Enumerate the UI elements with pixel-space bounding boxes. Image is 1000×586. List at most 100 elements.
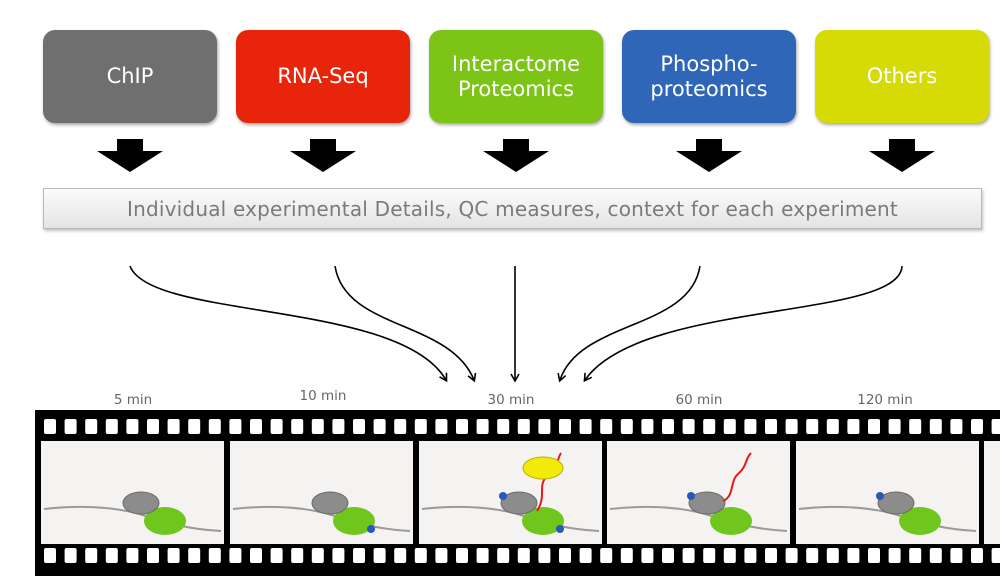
film-hole-top bbox=[620, 419, 633, 434]
phospho-dot bbox=[499, 492, 507, 500]
film-hole-bottom bbox=[291, 548, 304, 563]
film-hole-top bbox=[167, 419, 180, 434]
film-hole-top bbox=[126, 419, 139, 434]
film-hole-bottom bbox=[497, 548, 510, 563]
flow-arrow-others bbox=[583, 265, 903, 383]
film-hole-bottom bbox=[620, 548, 633, 563]
film-hole-top bbox=[785, 419, 798, 434]
film-hole-bottom bbox=[373, 548, 386, 563]
film-hole-top bbox=[723, 419, 736, 434]
film-hole-bottom bbox=[126, 548, 139, 563]
grey-protein bbox=[311, 491, 349, 515]
yellow-protein bbox=[522, 456, 564, 480]
film-hole-bottom bbox=[662, 548, 674, 563]
timepoint-label-10min: 10 min bbox=[299, 388, 347, 404]
film-hole-bottom bbox=[682, 548, 695, 563]
down-arrow-4 bbox=[676, 139, 742, 172]
box-interactome-label: Interactome Proteomics bbox=[451, 51, 581, 101]
phospho-dot bbox=[367, 525, 375, 533]
down-arrow-3 bbox=[483, 139, 549, 172]
box-others: Others bbox=[815, 30, 989, 123]
film-hole-top bbox=[950, 419, 963, 434]
film-hole-bottom bbox=[167, 548, 180, 563]
film-hole-bottom bbox=[744, 548, 757, 563]
flow-arrow-rna-seq bbox=[334, 265, 477, 383]
film-hole-bottom bbox=[826, 548, 839, 563]
film-hole-top bbox=[373, 419, 386, 434]
film-frame-5 bbox=[796, 441, 979, 544]
green-protein bbox=[899, 507, 941, 535]
film-hole-bottom bbox=[517, 548, 530, 563]
film-hole-top bbox=[64, 419, 77, 434]
film-hole-bottom bbox=[765, 548, 777, 563]
film-hole-top bbox=[250, 419, 262, 434]
box-rna-seq-label: RNA-Seq bbox=[277, 64, 369, 88]
film-hole-bottom bbox=[311, 548, 324, 563]
film-hole-top bbox=[208, 419, 221, 434]
film-hole-bottom bbox=[414, 548, 427, 563]
film-hole-top bbox=[85, 419, 98, 434]
film-hole-bottom bbox=[991, 548, 1000, 563]
film-hole-top bbox=[971, 419, 983, 434]
film-hole-top bbox=[44, 419, 56, 434]
film-frame-1 bbox=[41, 441, 224, 544]
film-hole-bottom bbox=[44, 548, 56, 563]
film-hole-bottom bbox=[600, 548, 613, 563]
film-hole-bottom bbox=[888, 548, 901, 563]
film-hole-bottom bbox=[64, 548, 77, 563]
film-hole-top bbox=[188, 419, 201, 434]
film-hole-top bbox=[703, 419, 716, 434]
film-hole-top bbox=[353, 419, 365, 434]
film-hole-bottom bbox=[868, 548, 880, 563]
film-hole-top bbox=[765, 419, 777, 434]
film-hole-bottom bbox=[971, 548, 983, 563]
film-hole-top bbox=[270, 419, 283, 434]
film-hole-top bbox=[806, 419, 819, 434]
rna-strand bbox=[722, 452, 752, 502]
box-others-label: Others bbox=[866, 64, 938, 88]
film-hole-top bbox=[291, 419, 304, 434]
film-hole-top bbox=[435, 419, 448, 434]
film-hole-bottom bbox=[559, 548, 571, 563]
flow-arrow-chip bbox=[129, 265, 448, 383]
film-hole-top bbox=[847, 419, 860, 434]
film-hole-bottom bbox=[105, 548, 118, 563]
box-rna-seq: RNA-Seq bbox=[236, 30, 410, 123]
details-bar-label: Individual experimental Details, QC meas… bbox=[127, 196, 898, 221]
film-hole-bottom bbox=[476, 548, 489, 563]
green-protein bbox=[333, 507, 375, 535]
film-hole-bottom bbox=[229, 548, 242, 563]
film-hole-top bbox=[929, 419, 942, 434]
film-frame-2 bbox=[230, 441, 413, 544]
film-hole-bottom bbox=[456, 548, 468, 563]
film-hole-bottom bbox=[950, 548, 963, 563]
film-hole-top bbox=[600, 419, 613, 434]
film-hole-bottom bbox=[85, 548, 98, 563]
film-frame-3 bbox=[419, 441, 602, 544]
film-hole-bottom bbox=[394, 548, 407, 563]
film-hole-top bbox=[641, 419, 654, 434]
down-arrow-2 bbox=[290, 139, 356, 172]
film-hole-bottom bbox=[929, 548, 942, 563]
film-hole-top bbox=[147, 419, 159, 434]
green-protein bbox=[144, 507, 186, 535]
film-hole-bottom bbox=[579, 548, 592, 563]
down-arrow-1 bbox=[97, 139, 163, 172]
film-hole-top bbox=[662, 419, 674, 434]
down-arrow-5 bbox=[869, 139, 935, 172]
film-hole-bottom bbox=[723, 548, 736, 563]
film-hole-top bbox=[909, 419, 922, 434]
film-hole-top bbox=[744, 419, 757, 434]
film-hole-top bbox=[229, 419, 242, 434]
film-hole-bottom bbox=[806, 548, 819, 563]
film-hole-top bbox=[476, 419, 489, 434]
film-hole-top bbox=[538, 419, 551, 434]
film-hole-top bbox=[682, 419, 695, 434]
phospho-dot bbox=[876, 492, 884, 500]
box-phospho-label: Phospho- proteomics bbox=[650, 51, 768, 101]
grey-protein bbox=[688, 491, 726, 515]
film-hole-top bbox=[497, 419, 510, 434]
film-hole-top bbox=[311, 419, 324, 434]
film-hole-bottom bbox=[147, 548, 159, 563]
film-frame-4 bbox=[607, 441, 790, 544]
